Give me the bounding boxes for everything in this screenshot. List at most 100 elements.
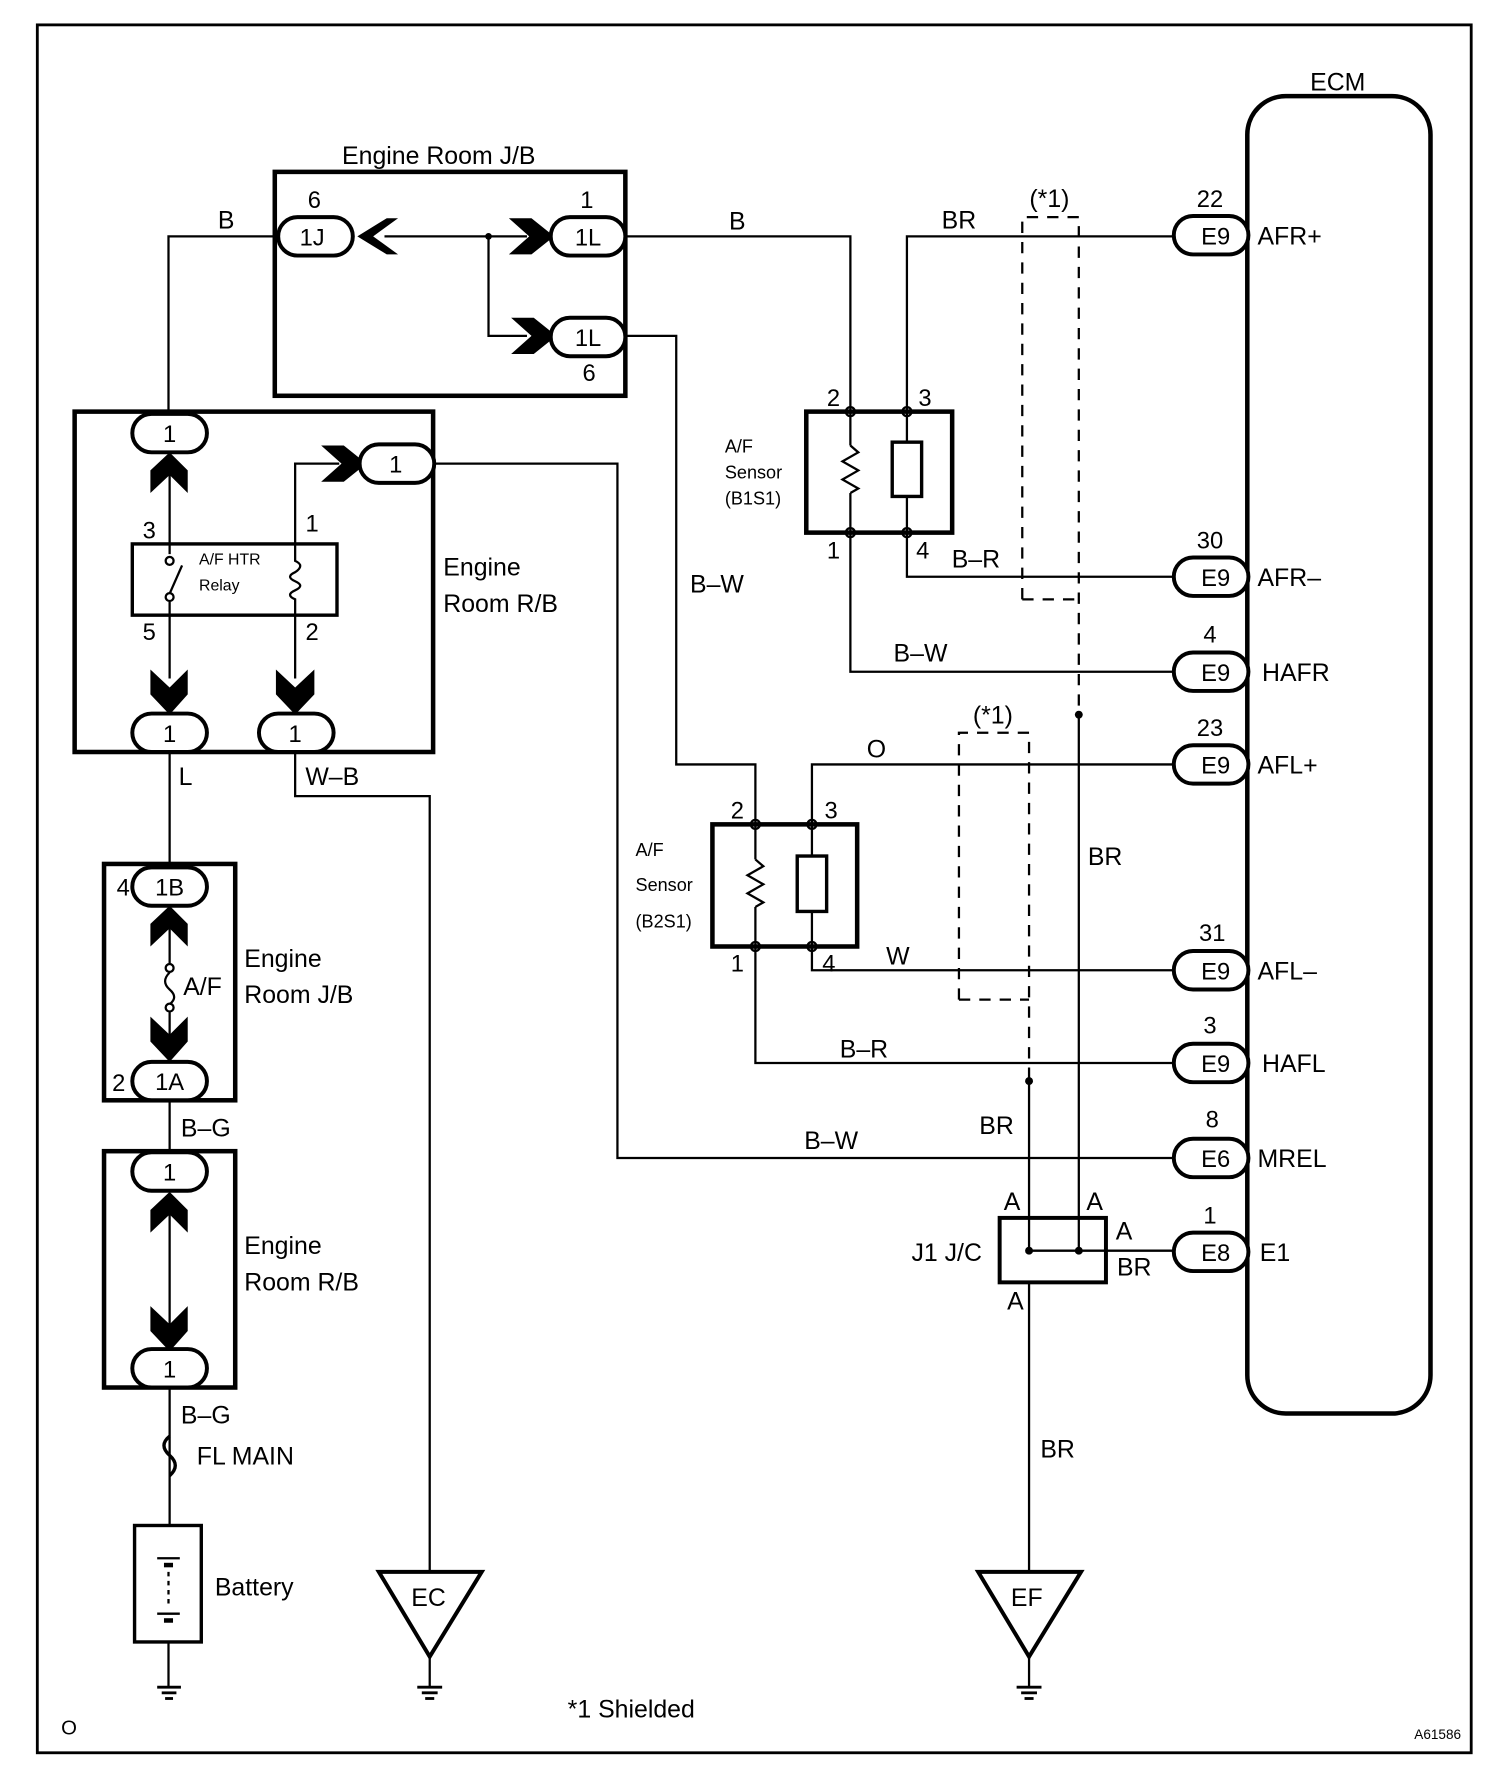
heater-resistor-icon (745, 858, 766, 908)
svg-text:5: 5 (143, 620, 156, 646)
ecm-terminal-afr-plus: 22 E9 AFR+ (1171, 187, 1322, 257)
fusible-link-icon (162, 1434, 177, 1477)
svg-text:1: 1 (389, 453, 402, 479)
svg-text:2: 2 (112, 1071, 125, 1097)
svg-text:23: 23 (1197, 716, 1223, 742)
svg-text:1: 1 (580, 188, 593, 214)
svg-text:4: 4 (822, 951, 835, 977)
wire-o-afl-plus (810, 763, 1174, 825)
svg-text:Engine: Engine (443, 554, 520, 582)
svg-text:A: A (1086, 1188, 1103, 1216)
svg-text:Sensor: Sensor (636, 875, 693, 895)
svg-text:E9: E9 (1201, 566, 1230, 592)
shield-2 (957, 731, 1031, 1082)
svg-text:6: 6 (583, 361, 596, 387)
chevron-down-icon (150, 1016, 188, 1062)
svg-text:Engine: Engine (244, 1232, 321, 1260)
outer-frame (35, 23, 1473, 1755)
svg-text:22: 22 (1197, 187, 1223, 213)
svg-text:1: 1 (163, 422, 176, 448)
svg-text:AFR–: AFR– (1257, 564, 1321, 592)
svg-text:4: 4 (117, 876, 130, 902)
svg-text:(B1S1): (B1S1) (725, 488, 781, 508)
svg-text:EC: EC (411, 1584, 446, 1612)
svg-text:3: 3 (918, 386, 931, 412)
ecm-terminal-mrel: 8 E6 MREL (1171, 1107, 1327, 1180)
wire-br-afr-plus (905, 235, 1174, 412)
rb-top-box (72, 409, 436, 755)
svg-text:E1: E1 (1260, 1239, 1290, 1267)
ground-icon (417, 1685, 443, 1700)
svg-text:A/F: A/F (183, 973, 222, 1001)
svg-text:3: 3 (143, 518, 156, 544)
chevron-up-icon (150, 905, 188, 947)
svg-text:1: 1 (163, 1161, 176, 1187)
connector-rb-low-top (130, 1150, 209, 1193)
wire-b-w-hafr (849, 532, 1174, 673)
shield-1 (1021, 215, 1080, 715)
ground-icon (1016, 1685, 1042, 1700)
svg-text:1: 1 (731, 951, 744, 977)
ecm-terminal-afl-plus: 23 E9 AFL+ (1171, 716, 1318, 786)
af-sensor-b1s1 (804, 409, 955, 535)
svg-text:B–G: B–G (181, 1114, 231, 1142)
wire-b-r-afr-minus (905, 532, 1174, 578)
svg-text:Sensor: Sensor (725, 462, 782, 482)
svg-text:4: 4 (1203, 622, 1216, 648)
svg-text:B: B (218, 206, 235, 234)
sensor-element-icon (890, 440, 924, 499)
svg-text:E8: E8 (1201, 1241, 1230, 1267)
af-sensor-b2s1 (710, 822, 860, 949)
svg-text:W–B: W–B (305, 763, 359, 791)
svg-text:HAFR: HAFR (1262, 659, 1330, 687)
svg-text:1A: 1A (155, 1070, 184, 1096)
svg-text:3: 3 (1203, 1014, 1216, 1040)
af-htr-relay (130, 542, 339, 617)
svg-text:4: 4 (916, 539, 929, 565)
svg-text:31: 31 (1199, 921, 1225, 947)
svg-text:Room R/B: Room R/B (443, 590, 558, 618)
svg-text:B: B (729, 208, 746, 236)
heater-resistor-icon (840, 444, 861, 495)
svg-text:B–W: B–W (894, 640, 948, 668)
svg-text:EF: EF (1011, 1584, 1043, 1612)
svg-text:L: L (179, 763, 193, 791)
svg-text:1L: 1L (575, 225, 601, 251)
chevron-right-icon (321, 445, 367, 482)
svg-text:8: 8 (1206, 1107, 1219, 1133)
svg-text:BR: BR (1088, 843, 1123, 871)
svg-text:A/F HTR: A/F HTR (199, 551, 261, 568)
svg-text:E6: E6 (1201, 1147, 1230, 1173)
svg-text:J1 J/C: J1 J/C (911, 1239, 981, 1267)
svg-text:B–R: B–R (840, 1035, 888, 1063)
jb-top-title: Engine Room J/B (342, 142, 535, 170)
chevron-down-icon (150, 1306, 188, 1352)
svg-text:A: A (1007, 1287, 1024, 1315)
svg-text:E9: E9 (1201, 753, 1230, 779)
svg-text:BR: BR (1040, 1436, 1075, 1464)
svg-text:E9: E9 (1201, 1052, 1230, 1078)
svg-text:AFL+: AFL+ (1257, 751, 1317, 779)
chevron-up-icon (150, 452, 188, 494)
wire-w-b (294, 751, 431, 1572)
svg-text:2: 2 (827, 386, 840, 412)
svg-text:HAFL: HAFL (1262, 1050, 1326, 1078)
svg-text:2: 2 (731, 799, 744, 825)
svg-text:Relay: Relay (199, 577, 240, 594)
jb-top-box (272, 169, 628, 399)
svg-text:A/F: A/F (636, 840, 664, 860)
svg-text:MREL: MREL (1257, 1145, 1326, 1173)
svg-text:E9: E9 (1201, 661, 1230, 687)
svg-text:1B: 1B (155, 876, 184, 902)
chevron-down-icon (150, 669, 188, 715)
svg-text:(*1): (*1) (973, 702, 1013, 730)
ecm-terminal-hafl: 3 E9 HAFL (1171, 1014, 1326, 1085)
svg-text:A: A (1004, 1188, 1021, 1216)
svg-text:B–W: B–W (804, 1127, 858, 1155)
chevron-right-icon (508, 218, 555, 255)
chevron-down-icon (275, 669, 315, 715)
svg-text:1: 1 (163, 722, 176, 748)
svg-text:FL MAIN: FL MAIN (197, 1442, 294, 1470)
svg-text:1L: 1L (575, 326, 601, 352)
